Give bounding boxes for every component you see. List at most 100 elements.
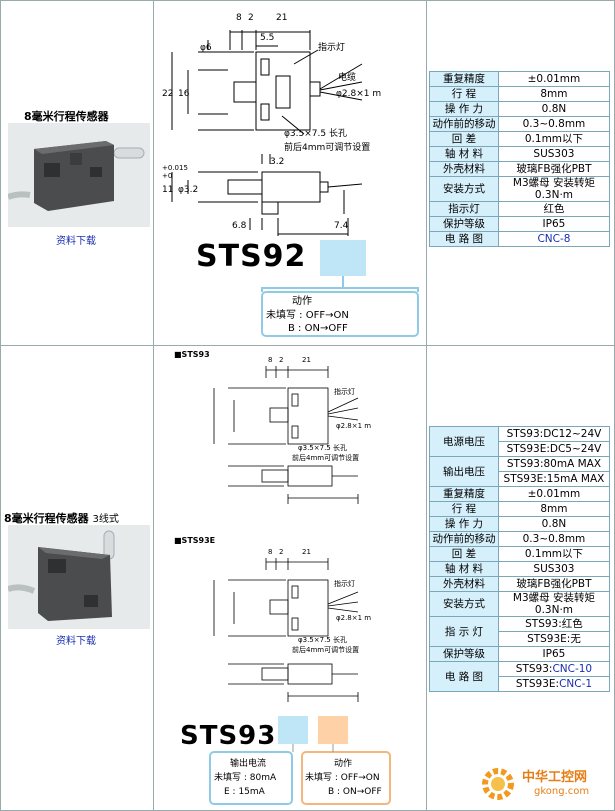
model-name: STS92 [196, 239, 306, 274]
spec-value: 玻璃FB强化PBT [497, 576, 611, 592]
dim-8: 8 [236, 13, 242, 23]
svg-text:2: 2 [279, 548, 283, 556]
spec-value: M3螺母 安装转矩0.3N·m [497, 176, 611, 202]
dim-tol-lower: +0 [162, 172, 172, 180]
dim-tol-upper: +0.015 [162, 164, 188, 172]
spec-key: 重复精度 [429, 486, 499, 502]
sensor-photo-icon [7, 525, 150, 629]
spec-key: 保护等级 [429, 646, 499, 662]
spec-key: 操 作 力 [429, 101, 499, 117]
spec-key: 动作前的移动 [429, 116, 499, 132]
spec-value: 0.3~0.8mm [497, 116, 611, 132]
dim-11: 11 [162, 185, 173, 195]
dim-7-4: 7.4 [334, 221, 349, 231]
table-row: STS93E:CNC-1 [430, 676, 611, 692]
gear-icon [482, 768, 514, 800]
dim-3-2: 3.2 [270, 157, 284, 167]
spec-key: 行 程 [429, 86, 499, 102]
product-photo-2 [7, 525, 150, 629]
spec-key: 输出电压 [429, 456, 499, 487]
spec-value: 0.8N [497, 516, 611, 532]
table-row: 重复精度±0.01mm [429, 71, 611, 87]
circuit-link[interactable]: CNC-10 [552, 663, 593, 675]
download-link[interactable]: 资料下载 [56, 236, 96, 247]
spec-value: STS93E:无 [497, 631, 611, 647]
model-name-2: STS93 [180, 721, 276, 751]
product-title-2: 8毫米行程传感器 3线式 [4, 510, 119, 526]
spec-value: STS93:80mA MAX [497, 456, 611, 472]
spec-value: 红色 [497, 201, 611, 217]
table-row: 外壳材料玻璃FB强化PBT [429, 576, 611, 592]
spec-value: 0.8N [497, 101, 611, 117]
label-slot: φ3.5×7.5 长孔 [284, 127, 347, 139]
dim-2: 2 [248, 13, 254, 23]
dim-phi6: φ6 [200, 43, 212, 53]
spec-key: 重复精度 [429, 71, 499, 87]
spec-value: 8mm [497, 86, 611, 102]
spec-value: STS93E:15mA MAX [497, 471, 611, 487]
spec-key: 电 路 图 [429, 661, 499, 692]
table-row: STS93E:15mA MAX [430, 471, 611, 487]
spec-key: 轴 材 料 [429, 146, 499, 162]
dim-21: 21 [276, 13, 287, 23]
circuit-link[interactable]: CNC-8 [497, 231, 611, 247]
table-row: 外壳材料玻璃FB强化PBT [429, 161, 611, 177]
spec-key: 安装方式 [429, 176, 499, 202]
svg-text:21: 21 [302, 356, 311, 364]
circuit-link[interactable]: CNC-1 [559, 678, 593, 690]
spec-value: M3螺母 安装转矩0.3N·m [497, 591, 611, 617]
table-row: STS93E:DC5~24V [430, 441, 611, 457]
watermark: 中华工控网 gkong.com [478, 758, 612, 806]
watermark-url: gkong.com [534, 786, 590, 797]
spec-value: STS93E:CNC-1 [497, 676, 611, 692]
product-subtitle-2: 3线式 [92, 514, 119, 525]
dim-6-8: 6.8 [232, 221, 247, 231]
label-cable-spec-b: φ2.8×1 m [336, 614, 371, 622]
svg-text:8: 8 [268, 548, 272, 556]
watermark-text: 中华工控网 [522, 770, 588, 785]
drawing-sts93: ■STS93 ■STS93E [174, 350, 391, 805]
label-slot-b: φ3.5×7.5 长孔 [298, 635, 347, 644]
svg-text:8: 8 [268, 356, 272, 364]
spec-key: 回 差 [429, 131, 499, 147]
spec-key: 外壳材料 [429, 576, 499, 592]
drawing-sts92: 8 2 21 5.5 22 16 φ6 指示灯 电缆 φ2.8×1 m φ3.5… [162, 13, 419, 337]
svg-text:2: 2 [279, 356, 283, 364]
product-title-text: 8毫米行程传感器 [24, 110, 109, 123]
submodel-sts93: ■STS93 [174, 350, 210, 359]
label-cable: 电缆 [338, 71, 356, 83]
spec-value: 0.3~0.8mm [497, 531, 611, 547]
product-title: 8毫米行程传感器 [24, 108, 109, 124]
spec-key: 保护等级 [429, 216, 499, 232]
svg-text:21: 21 [302, 548, 311, 556]
legend-line2: B : ON→OFF [288, 323, 348, 334]
spec-value: STS93:红色 [497, 616, 611, 632]
spec-value: 玻璃FB强化PBT [497, 161, 611, 177]
table-row: 指示灯红色 [429, 201, 611, 217]
label-adjust-a: 前后4mm可调节设置 [292, 453, 359, 462]
spec-key: 操 作 力 [429, 516, 499, 532]
legend-left-line2: E : 15mA [224, 787, 266, 797]
spec-key: 电 路 图 [429, 231, 499, 247]
sensor-photo-icon [6, 123, 150, 227]
dim-22: 22 [162, 89, 173, 99]
download-link-2[interactable]: 资料下载 [56, 636, 96, 647]
label-indicator-b: 指示灯 [334, 579, 355, 588]
spec-value: STS93:CNC-10 [497, 661, 611, 677]
label-adjust-b: 前后4mm可调节设置 [292, 645, 359, 654]
product-title-text-2: 8毫米行程传感器 [4, 512, 89, 525]
spec-value: 0.1mm以下 [497, 131, 611, 147]
